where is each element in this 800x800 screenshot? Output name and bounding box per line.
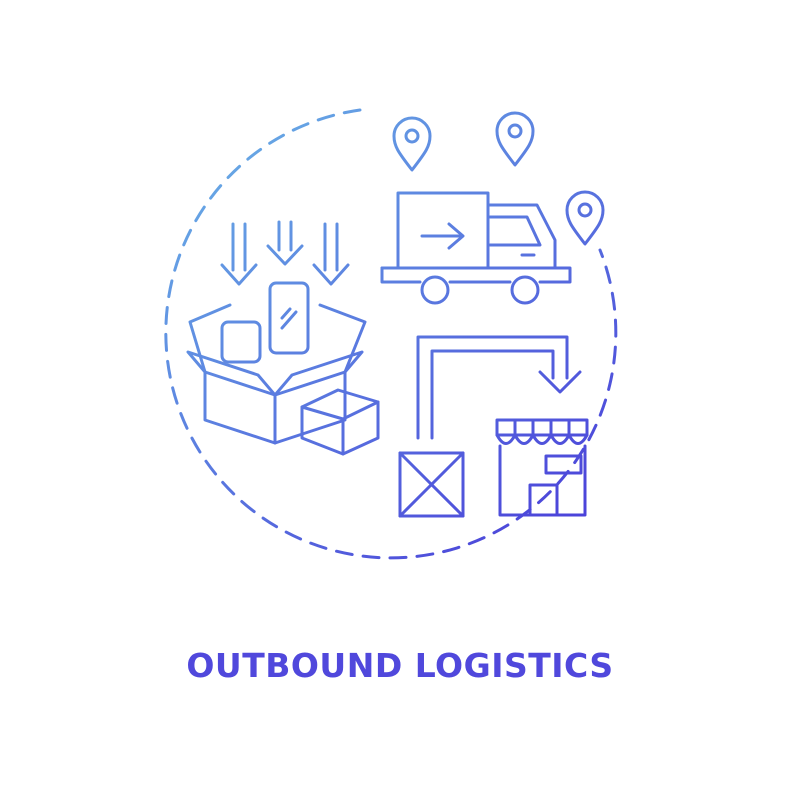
- storefront-icon: [495, 418, 589, 517]
- arrow-down-3: [312, 222, 350, 286]
- delivery-truck-icon: [380, 191, 572, 305]
- open-box-icon: [186, 303, 367, 445]
- crate-icon: [398, 451, 465, 518]
- smartphone-icon: [220, 281, 310, 364]
- right-arrow-icon: [420, 222, 465, 250]
- down-arrows-icon: [220, 220, 350, 286]
- page-title: OUTBOUND LOGISTICS: [186, 646, 614, 685]
- small-box-icon: [300, 388, 380, 456]
- arrow-down-1: [220, 222, 258, 286]
- arrow-down-2: [266, 220, 304, 266]
- dashed-circle-icon: [164, 108, 618, 560]
- route-arrow-icon: [416, 335, 582, 440]
- location-pin-icon: [565, 190, 605, 246]
- location-pin-icon: [495, 111, 535, 167]
- location-pin-icon: [392, 116, 432, 172]
